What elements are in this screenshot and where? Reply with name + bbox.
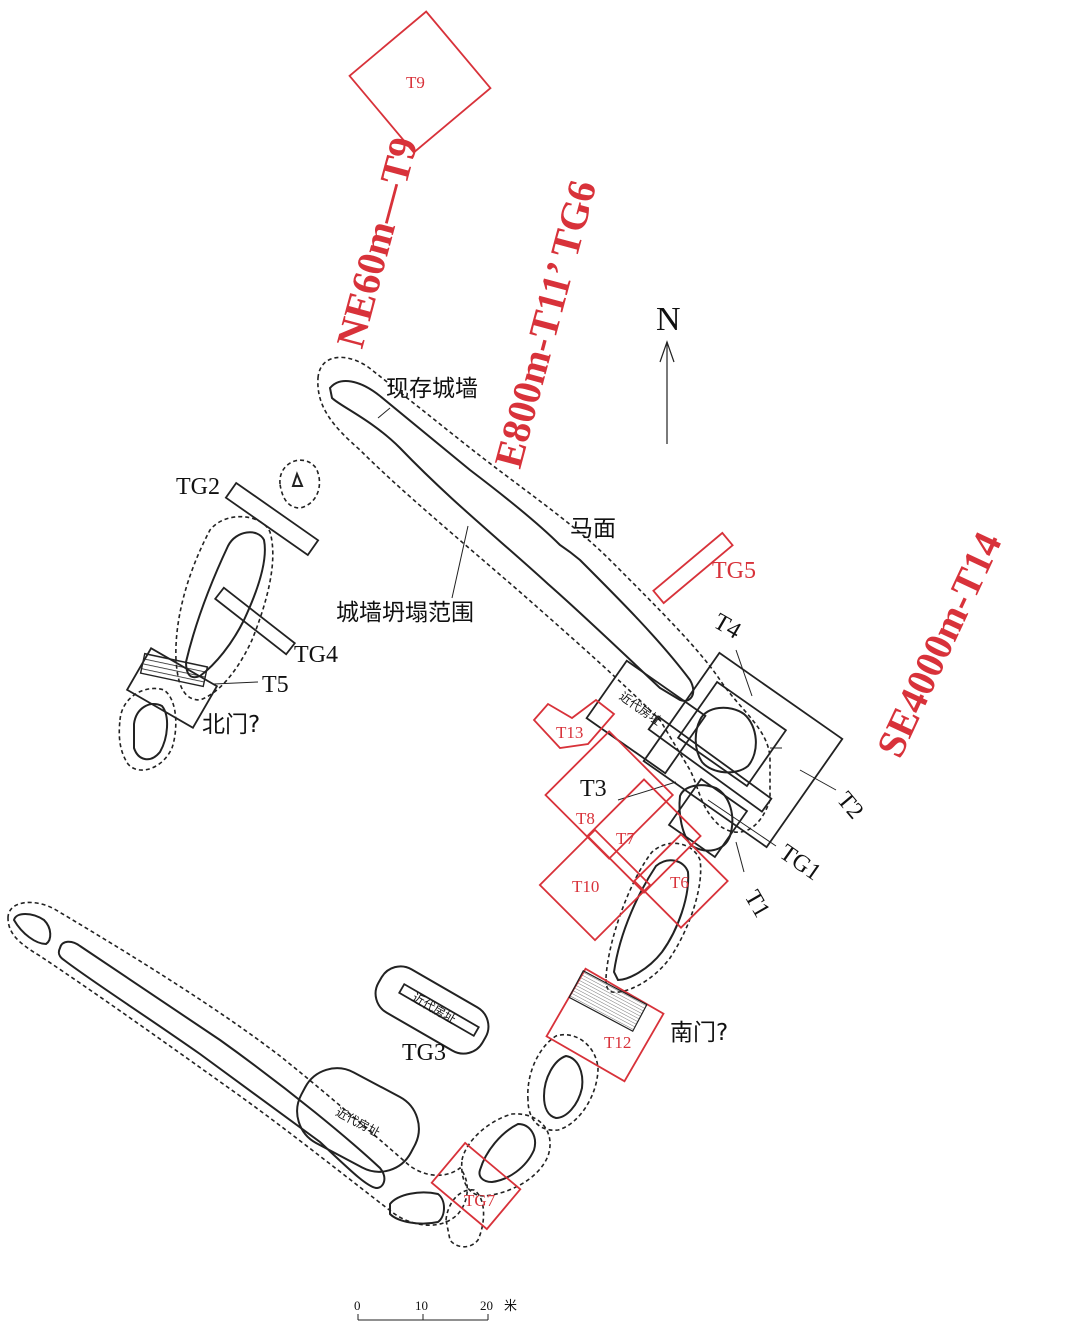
label-t5: T5 bbox=[262, 672, 289, 698]
label-tg3: TG3 bbox=[402, 1040, 446, 1066]
mamian-label: 马面 bbox=[570, 516, 616, 542]
north-label: N bbox=[656, 301, 681, 338]
scale-unit: 米 bbox=[504, 1298, 517, 1313]
label-t6: T6 bbox=[670, 873, 689, 892]
scale-tick-0: 0 bbox=[354, 1298, 361, 1313]
black-trenches bbox=[125, 481, 844, 873]
modern-house-label-1: 近代房址 bbox=[410, 990, 459, 1027]
label-t12: T12 bbox=[604, 1033, 631, 1052]
label-tg4: TG4 bbox=[294, 642, 338, 668]
south-gate-label: 南门? bbox=[670, 1020, 728, 1046]
label-t8: T8 bbox=[576, 809, 595, 828]
small-wall-fragment bbox=[279, 459, 321, 509]
label-tg1: TG1 bbox=[775, 840, 826, 887]
annotation-se-t14: SE4000m-T14 bbox=[867, 525, 1010, 764]
label-t1: T1 bbox=[739, 886, 775, 922]
label-t2: T2 bbox=[831, 787, 868, 824]
annotation-e-tg6: E800m-T11’ TG6 bbox=[485, 176, 605, 473]
label-t13: T13 bbox=[556, 723, 583, 742]
label-t3: T3 bbox=[580, 776, 607, 802]
existing-wall-label: 现存城墙 bbox=[386, 376, 478, 402]
annotation-ne-t9: NE60m—T9 bbox=[327, 132, 426, 352]
collapse-range-label: 城墙坍塌范围 bbox=[336, 600, 474, 626]
red-trenches bbox=[348, 10, 734, 1231]
modern-house-label-3: 近代房址 bbox=[617, 688, 665, 728]
scale-bar: 0 10 20 米 bbox=[354, 1298, 517, 1321]
southeast-wall bbox=[445, 842, 702, 1248]
north-gate-label: 北门? bbox=[202, 712, 260, 738]
label-t10: T10 bbox=[572, 877, 599, 896]
scale-tick-10: 10 bbox=[415, 1298, 428, 1313]
southwest-wall bbox=[7, 901, 469, 1226]
label-tg2: TG2 bbox=[176, 474, 220, 500]
modern-house-south: 近代房址 bbox=[296, 1067, 420, 1173]
label-tg5: TG5 bbox=[712, 558, 756, 584]
label-t7: T7 bbox=[616, 829, 635, 848]
label-tg7: TG7 bbox=[464, 1191, 496, 1210]
label-t4: T4 bbox=[709, 609, 745, 645]
north-arrow: N bbox=[656, 301, 681, 444]
label-t9: T9 bbox=[406, 73, 425, 92]
scale-tick-20: 20 bbox=[480, 1298, 493, 1313]
